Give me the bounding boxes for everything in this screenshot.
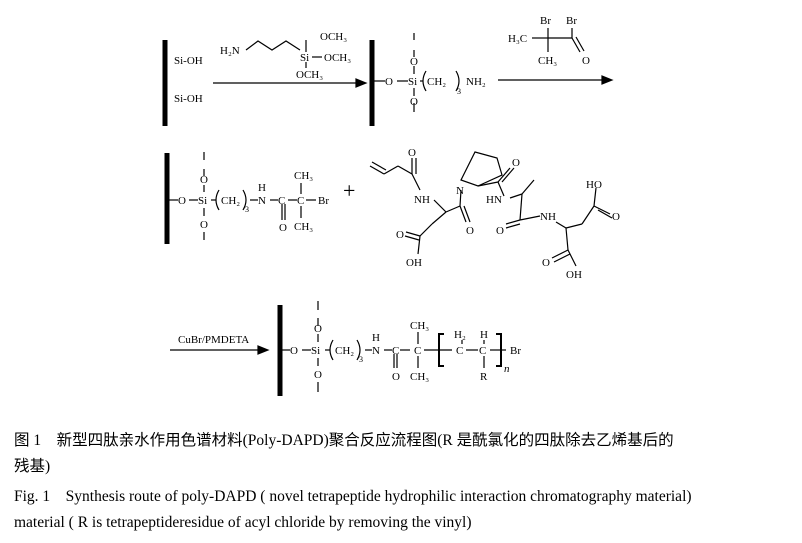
oxygen-label: O <box>200 174 208 186</box>
oxygen-label: O <box>410 96 418 108</box>
methoxy-label: OCH₃ <box>320 31 347 43</box>
caption-line: 残基) <box>14 458 51 475</box>
hydroxyl-label: OH <box>566 269 582 281</box>
oxygen-label: O <box>496 225 504 237</box>
methoxy-label: OCH₃ <box>324 52 351 64</box>
carbon-label: C <box>414 345 421 357</box>
methylene-label: CH₂ <box>221 195 240 207</box>
nitrogen-label: N <box>258 195 266 207</box>
oxygen-label: O <box>314 369 322 381</box>
repeat-unit-bracket <box>438 333 444 367</box>
oxygen-label: O <box>410 56 418 68</box>
bromine-label: Br <box>566 15 577 27</box>
silicon-label: Si <box>311 345 320 357</box>
aptms-chain <box>245 40 301 51</box>
carbon-label: C <box>297 195 304 207</box>
residue-label: R <box>480 371 488 383</box>
methyl-label: H₃C <box>508 33 527 45</box>
hydrogen-label: H <box>258 182 266 194</box>
hydrogen-label: H <box>372 332 380 344</box>
methylene-label: CH₂ <box>427 76 446 88</box>
nitrogen-label: N <box>456 185 464 197</box>
caption-line: 图 1 新型四肽亲水作用色谱材料(Poly-DAPD)聚合反应流程图(R 是酰氯… <box>14 432 674 449</box>
amine-label: H₂N <box>220 45 240 57</box>
silanol-label: Si-OH <box>174 93 203 105</box>
hydrogen-label: H <box>480 329 488 341</box>
oxygen-label: O <box>290 345 298 357</box>
methyl-label: CH₃ <box>538 55 557 67</box>
methyl-label: CH₃ <box>294 170 313 182</box>
caption-chinese: 图 1 新型四肽亲水作用色谱材料(Poly-DAPD)聚合反应流程图(R 是酰氯… <box>14 428 790 480</box>
tetrapeptide-monomer <box>369 151 613 267</box>
oxygen-label: O <box>279 222 287 234</box>
methoxy-label: OCH₃ <box>296 69 323 81</box>
oxygen-label: O <box>466 225 474 237</box>
oxygen-label: O <box>178 195 186 207</box>
subscript-label: 3 <box>359 355 363 364</box>
methylene-label: CH₂ <box>335 345 354 357</box>
oxygen-label: O <box>612 211 620 223</box>
amide-label: NH <box>540 211 556 223</box>
oxygen-label: O <box>582 55 590 67</box>
methylene-label: H₂ <box>454 329 466 341</box>
amide-label: NH <box>414 194 430 206</box>
caption-line: Fig. 1 Synthesis route of poly-DAPD ( no… <box>14 488 692 505</box>
subscript-label: 3 <box>245 205 249 214</box>
caption-line: material ( R is tetrapeptideresidue of a… <box>14 514 472 531</box>
oxygen-label: O <box>385 76 393 88</box>
bromine-label: Br <box>510 345 521 357</box>
hydroxyl-label: OH <box>406 257 422 269</box>
methyl-label: CH₃ <box>410 320 429 332</box>
methyl-label: CH₃ <box>294 221 313 233</box>
methyl-label: CH₃ <box>410 371 429 383</box>
silicon-label: Si <box>408 76 417 88</box>
bromine-label: Br <box>540 15 551 27</box>
amine-label: NH₂ <box>466 76 486 88</box>
plus-sign: + <box>343 178 355 203</box>
carbon-label: C <box>456 345 463 357</box>
bromine-label: Br <box>318 195 329 207</box>
oxygen-label: O <box>200 219 208 231</box>
oxygen-label: O <box>396 229 404 241</box>
oxygen-label: O <box>512 157 520 169</box>
silicon-label: Si <box>198 195 207 207</box>
oxygen-label: O <box>408 147 416 159</box>
silanol-label: Si-OH <box>174 55 203 67</box>
hydroxyl-label: HO <box>586 179 602 191</box>
nitrogen-label: N <box>372 345 380 357</box>
caption-english: Fig. 1 Synthesis route of poly-DAPD ( no… <box>14 484 790 536</box>
amide-label: HN <box>486 194 502 206</box>
subscript-label: 3 <box>457 87 461 96</box>
carbon-label: C <box>392 345 399 357</box>
silicon-label: Si <box>300 52 309 64</box>
repeat-count-label: n <box>504 363 510 375</box>
oxygen-label: O <box>542 257 550 269</box>
catalyst-label: CuBr/PMDETA <box>178 334 249 346</box>
carbon-label: C <box>278 195 285 207</box>
carbon-label: C <box>479 345 486 357</box>
oxygen-label: O <box>314 323 322 335</box>
oxygen-label: O <box>392 371 400 383</box>
